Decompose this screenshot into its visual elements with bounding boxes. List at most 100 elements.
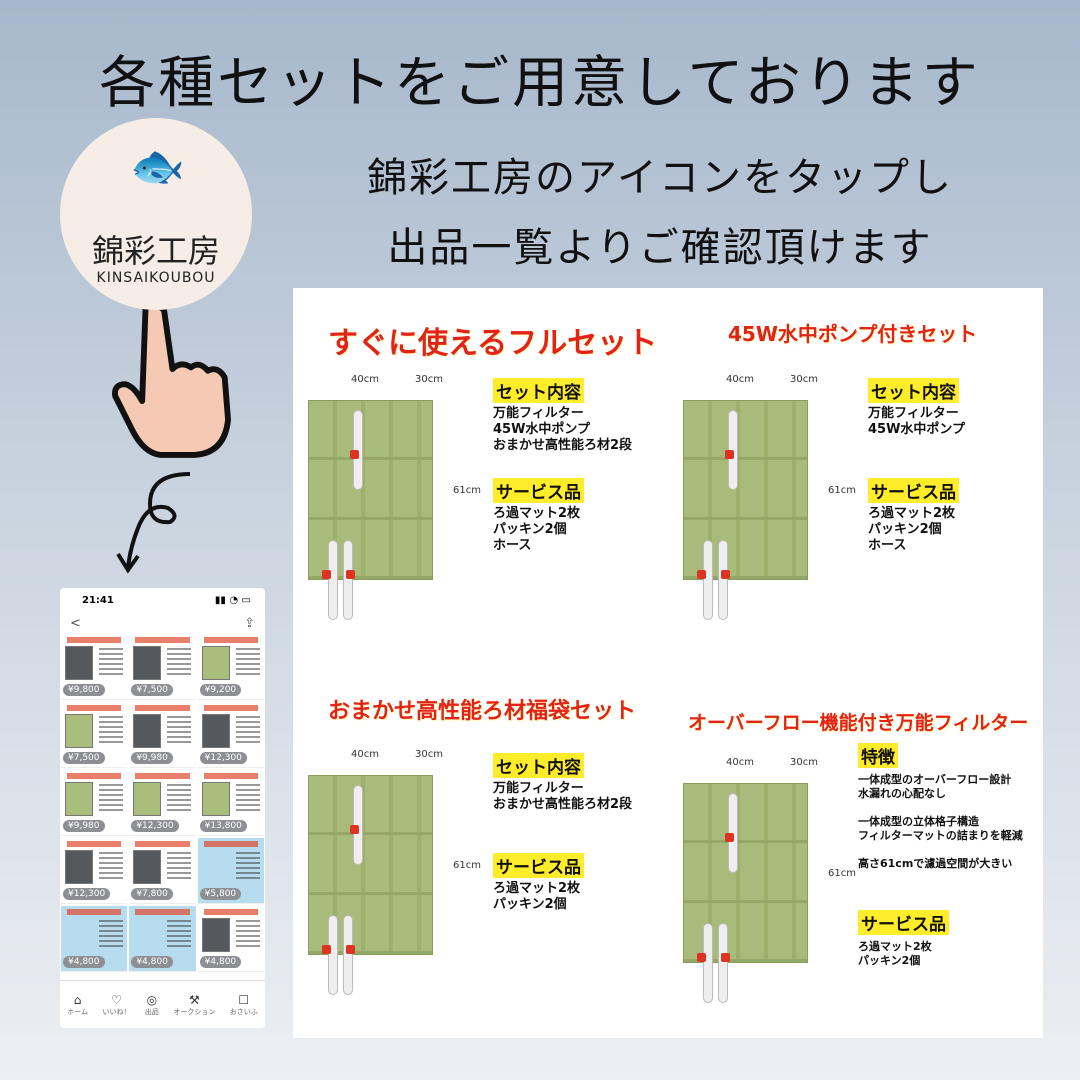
listing-text xyxy=(99,784,123,814)
listing-tile[interactable]: ¥12,300 xyxy=(129,770,196,836)
listing-title-bar xyxy=(135,637,190,643)
service-text: ろ過マット2枚 パッキン2個 ホース xyxy=(493,506,581,553)
listing-image xyxy=(65,850,93,884)
back-button[interactable]: < xyxy=(70,615,81,631)
listing-price: ¥4,800 xyxy=(199,956,242,968)
listing-tile[interactable]: ¥12,300 xyxy=(61,838,128,904)
listing-image xyxy=(201,918,230,952)
pipe xyxy=(343,540,353,620)
contents-label: セット内容 xyxy=(493,753,584,778)
listing-text xyxy=(99,920,123,950)
width-dimension: 40cm xyxy=(351,374,379,385)
listing-image xyxy=(65,782,93,816)
depth-dimension: 30cm xyxy=(415,749,443,760)
listing-tile[interactable]: ¥7,500 xyxy=(129,634,196,700)
listing-title-bar xyxy=(67,773,122,779)
listing-tile[interactable]: ¥4,800 xyxy=(197,906,264,972)
listing-title-bar xyxy=(67,841,122,847)
valve xyxy=(322,945,331,954)
set-title: オーバーフロー機能付き万能フィルター xyxy=(688,712,1029,734)
share-icon[interactable]: ⇪ xyxy=(244,615,255,631)
listing-text xyxy=(235,716,260,746)
listing-tile[interactable]: ¥4,800 xyxy=(61,906,128,972)
listing-price: ¥9,200 xyxy=(199,684,242,696)
tab-0[interactable]: ⌂ホーム xyxy=(67,993,88,1017)
listing-title-bar xyxy=(203,773,258,779)
listing-price: ¥12,300 xyxy=(131,820,179,832)
pipe xyxy=(328,915,338,995)
set-card: オーバーフロー機能付き万能フィルター 40cm 30cm 61cm 特徴 一体成… xyxy=(668,663,1043,1038)
listing-title-bar xyxy=(135,909,190,915)
contents-label: 特徴 xyxy=(858,743,898,768)
service-text: ろ過マット2枚 パッキン2個 xyxy=(493,881,581,912)
listing-price: ¥13,800 xyxy=(199,820,247,832)
listing-image xyxy=(65,646,93,680)
tab-icon: ♡ xyxy=(111,992,122,1007)
tab-label: いいね！ xyxy=(102,1007,131,1016)
listing-title-bar xyxy=(135,773,190,779)
listing-tile[interactable]: ¥9,800 xyxy=(61,634,128,700)
listing-text xyxy=(235,648,260,678)
pipe xyxy=(718,540,728,620)
listing-title-bar xyxy=(67,909,122,915)
depth-dimension: 30cm xyxy=(790,757,818,768)
pointing-hand-icon xyxy=(112,302,231,458)
curly-arrow-icon xyxy=(116,472,191,574)
listing-tile[interactable]: ¥9,980 xyxy=(129,702,196,768)
pipe xyxy=(703,923,713,1003)
width-dimension: 40cm xyxy=(726,374,754,385)
service-label: サービス品 xyxy=(493,478,584,503)
valve xyxy=(322,570,331,579)
listing-title-bar xyxy=(203,841,258,847)
depth-dimension: 30cm xyxy=(415,374,443,385)
set-title: すぐに使えるフルセット xyxy=(328,326,658,361)
depth-dimension: 30cm xyxy=(790,374,818,385)
listing-image xyxy=(133,646,162,680)
listing-price: ¥4,800 xyxy=(63,956,105,968)
subtitle-line-2: 出品一覧よりご確認頂けます xyxy=(387,225,933,271)
set-card: すぐに使えるフルセット 40cm 30cm 61cm セット内容 万能フィルター… xyxy=(293,288,668,663)
contents-text: 万能フィルター 45W水中ポンプ xyxy=(868,406,966,437)
width-dimension: 40cm xyxy=(351,749,379,760)
listing-price: ¥5,800 xyxy=(199,888,242,900)
listing-tile[interactable]: ¥5,800 xyxy=(197,838,264,904)
height-dimension: 61cm xyxy=(828,868,856,879)
listing-title-bar xyxy=(135,705,190,711)
height-dimension: 61cm xyxy=(453,860,481,871)
valve xyxy=(721,953,730,962)
valve xyxy=(350,450,359,459)
listing-title-bar xyxy=(203,637,258,643)
listing-tile[interactable]: ¥9,200 xyxy=(197,634,264,700)
listing-tile[interactable]: ¥13,800 xyxy=(197,770,264,836)
signal-wifi-battery-icon: ▮▮ ◔ ▭ xyxy=(214,594,251,606)
filter-box-image xyxy=(683,783,808,963)
listing-tile[interactable]: ¥9,980 xyxy=(61,770,128,836)
valve xyxy=(346,570,355,579)
valve xyxy=(721,570,730,579)
status-time: 21:41 xyxy=(82,594,114,606)
listing-text xyxy=(235,920,260,950)
valve xyxy=(346,945,355,954)
listing-price: ¥9,800 xyxy=(63,684,105,696)
tab-2[interactable]: ◎出品 xyxy=(145,993,159,1017)
listing-price: ¥9,980 xyxy=(63,820,105,832)
pipe xyxy=(328,540,338,620)
tab-icon: ◎ xyxy=(146,992,158,1007)
tab-icon: ⌂ xyxy=(73,992,82,1007)
tab-label: オークション xyxy=(173,1007,216,1016)
tab-1[interactable]: ♡いいね！ xyxy=(102,993,130,1017)
listing-tile[interactable]: ¥12,300 xyxy=(197,702,264,768)
tab-3[interactable]: ⚒オークション xyxy=(173,993,215,1017)
listing-tile[interactable]: ¥7,800 xyxy=(129,838,196,904)
shop-logo[interactable]: 🐟 錦彩工房 KINSAIKOUBOU xyxy=(60,118,252,310)
valve xyxy=(725,833,734,842)
listing-tile[interactable]: ¥4,800 xyxy=(129,906,196,972)
koi-icon: 🐟 xyxy=(130,141,185,192)
listing-text xyxy=(167,784,192,814)
listing-image xyxy=(201,646,230,680)
listing-price: ¥7,500 xyxy=(63,752,105,764)
listing-title-bar xyxy=(203,909,258,915)
listing-tile[interactable]: ¥7,500 xyxy=(61,702,128,768)
product-sets-panel: すぐに使えるフルセット 40cm 30cm 61cm セット内容 万能フィルター… xyxy=(293,288,1043,1038)
tab-4[interactable]: ☐おさいふ xyxy=(230,993,258,1017)
